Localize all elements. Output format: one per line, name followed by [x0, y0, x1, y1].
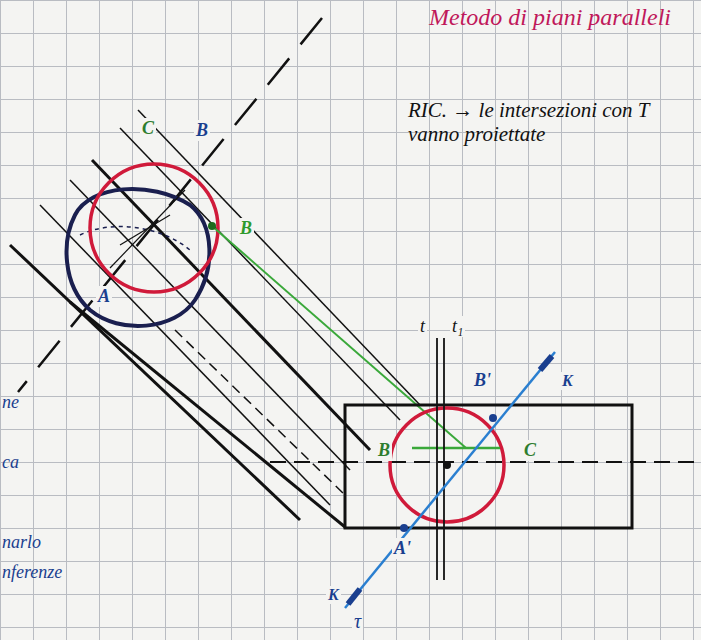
- plane-trace: [345, 352, 555, 608]
- point-label: B': [472, 370, 493, 391]
- circle-top: [90, 164, 218, 292]
- prism-edges: [10, 110, 420, 527]
- margin-note: ca: [2, 452, 19, 473]
- margin-note: ne: [2, 392, 19, 413]
- plane-label: τ: [352, 610, 363, 633]
- circle-bottom: [390, 408, 504, 522]
- plane-label: K: [326, 586, 341, 604]
- prism-view: [345, 405, 632, 528]
- point-label: C: [522, 440, 538, 461]
- trace-label: t: [418, 316, 427, 337]
- point-label: C: [140, 118, 156, 139]
- point-label: B: [238, 218, 254, 239]
- note-text: RIC. → le intersezioni con T vanno proie…: [408, 98, 678, 146]
- trace-label: t₁: [450, 316, 465, 337]
- plane-label: K: [560, 372, 575, 390]
- point-label: B: [194, 120, 210, 141]
- projection-line: [212, 226, 466, 448]
- margin-note: narlo: [2, 532, 41, 553]
- point-label: B: [376, 440, 392, 461]
- margin-note: nferenze: [2, 562, 62, 583]
- guide-line: [18, 18, 322, 392]
- point-label: A': [392, 538, 413, 559]
- point-label: A: [96, 286, 112, 307]
- page-title: Metodo di piani paralleli: [425, 4, 675, 32]
- section-outline: [67, 189, 210, 326]
